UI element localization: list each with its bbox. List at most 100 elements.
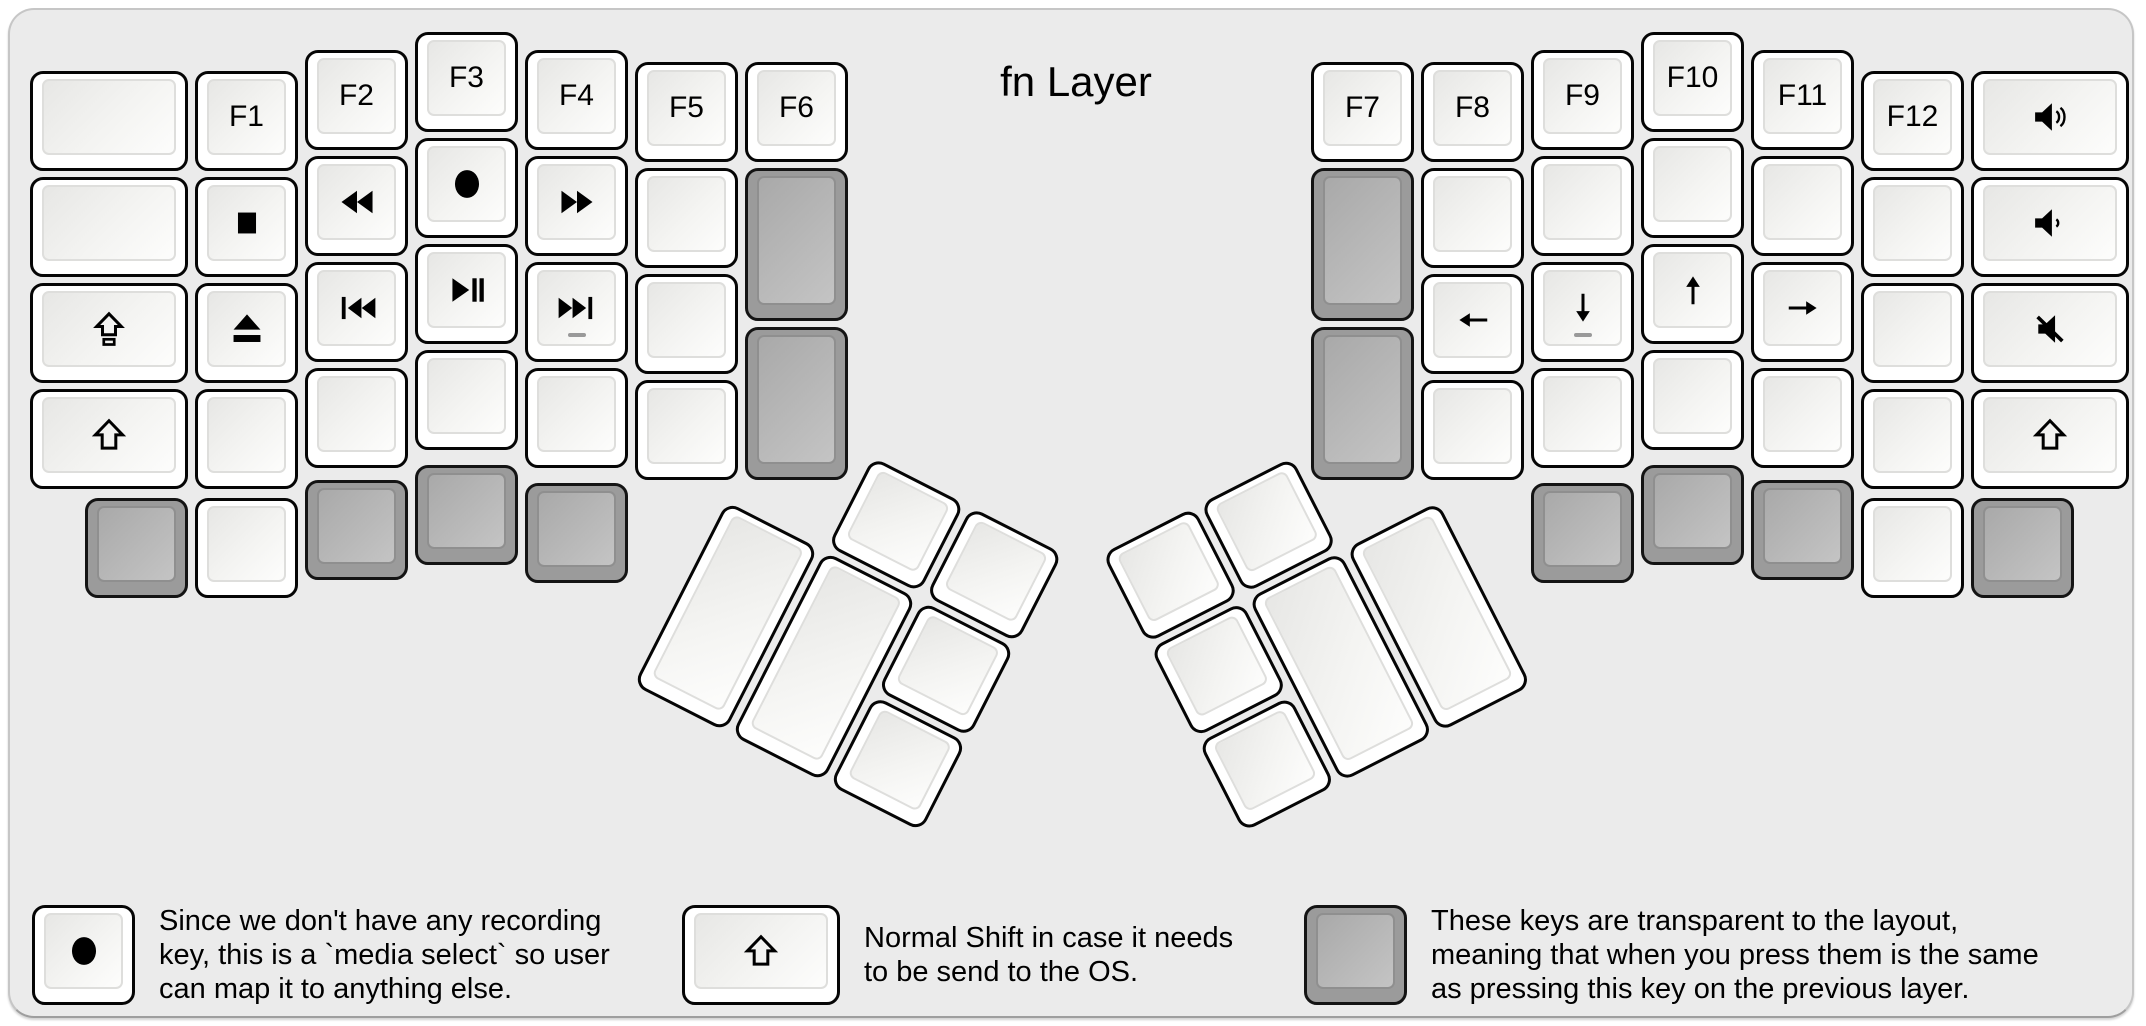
key-blank[interactable] (1641, 138, 1744, 238)
key-arrow-up[interactable] (1641, 244, 1744, 344)
key-label: F7 (1344, 91, 1380, 124)
key-play-pause[interactable] (415, 244, 518, 344)
key-arrow-down[interactable] (1531, 262, 1634, 362)
fast-forward-icon (558, 183, 596, 221)
keycap-face (1763, 164, 1842, 240)
key-blank[interactable] (525, 368, 628, 468)
key-blank[interactable] (1751, 368, 1854, 468)
key-transparent[interactable] (1304, 905, 1407, 1005)
key-f3[interactable]: F3 (415, 32, 518, 132)
key-label: F11 (1777, 79, 1828, 112)
keycap-face (537, 164, 616, 240)
key-blank[interactable] (635, 380, 738, 480)
rewind-icon (338, 183, 376, 221)
key-transparent[interactable] (85, 498, 188, 598)
keycap-face (647, 388, 726, 464)
key-f11[interactable]: F11 (1751, 50, 1854, 150)
stop-icon (228, 204, 266, 242)
keycap-face: F4 (537, 58, 616, 134)
key-next-track[interactable] (525, 262, 628, 362)
key-transparent[interactable] (745, 168, 848, 321)
key-blank[interactable] (1421, 168, 1524, 268)
key-blank[interactable] (1861, 177, 1964, 277)
key-f4[interactable]: F4 (525, 50, 628, 150)
key-blank[interactable] (635, 168, 738, 268)
keycap-face (1323, 176, 1402, 305)
key-blank[interactable] (305, 368, 408, 468)
shift-icon (90, 416, 128, 454)
key-f8[interactable]: F8 (1421, 62, 1524, 162)
key-f6[interactable]: F6 (745, 62, 848, 162)
keycap-face (1316, 913, 1395, 989)
key-stop[interactable] (195, 177, 298, 277)
volume-down-icon (2031, 204, 2069, 242)
key-f7[interactable]: F7 (1311, 62, 1414, 162)
key-record[interactable] (415, 138, 518, 238)
keycap-face (1653, 358, 1732, 434)
key-blank[interactable] (1861, 283, 1964, 383)
key-eject[interactable] (195, 283, 298, 383)
key-blank[interactable] (1531, 156, 1634, 256)
key-shift[interactable] (30, 389, 188, 489)
key-label: F3 (448, 61, 484, 94)
keycap-face (42, 79, 176, 155)
key-prev-track[interactable] (305, 262, 408, 362)
keycap-face (427, 252, 506, 328)
key-blank[interactable] (195, 389, 298, 489)
key-blank[interactable] (1531, 368, 1634, 468)
key-volume-down[interactable] (1971, 177, 2129, 277)
keycap-face (647, 176, 726, 252)
key-blank[interactable] (30, 177, 188, 277)
key-f10[interactable]: F10 (1641, 32, 1744, 132)
keycap-face (847, 708, 953, 812)
key-blank[interactable] (1641, 350, 1744, 450)
key-blank[interactable] (1861, 389, 1964, 489)
keycap-face (1116, 519, 1222, 624)
key-transparent[interactable] (1311, 327, 1414, 480)
key-blank[interactable] (635, 274, 738, 374)
key-blank[interactable] (1751, 156, 1854, 256)
key-blank[interactable] (1861, 498, 1964, 598)
keycap-face: F2 (317, 58, 396, 134)
keycap-face (427, 146, 506, 222)
key-f5[interactable]: F5 (635, 62, 738, 162)
key-f2[interactable]: F2 (305, 50, 408, 150)
key-transparent[interactable] (525, 483, 628, 583)
key-blank[interactable] (415, 350, 518, 450)
keycap-face: F12 (1873, 79, 1952, 155)
key-transparent[interactable] (745, 327, 848, 480)
legend-item-shift: Normal Shift in case it needs to be send… (682, 900, 1233, 1010)
key-rewind[interactable] (305, 156, 408, 256)
key-arrow-left[interactable] (1421, 274, 1524, 374)
key-blank[interactable] (30, 71, 188, 171)
caps-lock-icon (90, 310, 128, 348)
key-transparent[interactable] (1641, 465, 1744, 565)
key-record[interactable] (32, 905, 135, 1005)
key-blank[interactable] (195, 498, 298, 598)
key-blank[interactable] (1421, 380, 1524, 480)
keycap-face (757, 176, 836, 305)
key-transparent[interactable] (305, 480, 408, 580)
key-transparent[interactable] (1751, 480, 1854, 580)
key-fast-forward[interactable] (525, 156, 628, 256)
key-f9[interactable]: F9 (1531, 50, 1634, 150)
key-f12[interactable]: F12 (1861, 71, 1964, 171)
prev-track-icon (338, 289, 376, 327)
keycap-face (1543, 376, 1622, 452)
volume-up-icon (2031, 98, 2069, 136)
key-volume-up[interactable] (1971, 71, 2129, 171)
key-transparent[interactable] (1971, 498, 2074, 598)
key-shift[interactable] (1971, 389, 2129, 489)
key-mute[interactable] (1971, 283, 2129, 383)
key-shift[interactable] (682, 905, 840, 1005)
keycap-face (1433, 282, 1512, 358)
key-transparent[interactable] (1531, 483, 1634, 583)
layer-title: fn Layer (1000, 58, 1152, 105)
key-arrow-right[interactable] (1751, 262, 1854, 362)
legend-line: key, this is a `media select` so user (159, 939, 610, 971)
key-f1[interactable]: F1 (195, 71, 298, 171)
key-caps-lock[interactable] (30, 283, 188, 383)
key-transparent[interactable] (415, 465, 518, 565)
key-transparent[interactable] (1311, 168, 1414, 321)
